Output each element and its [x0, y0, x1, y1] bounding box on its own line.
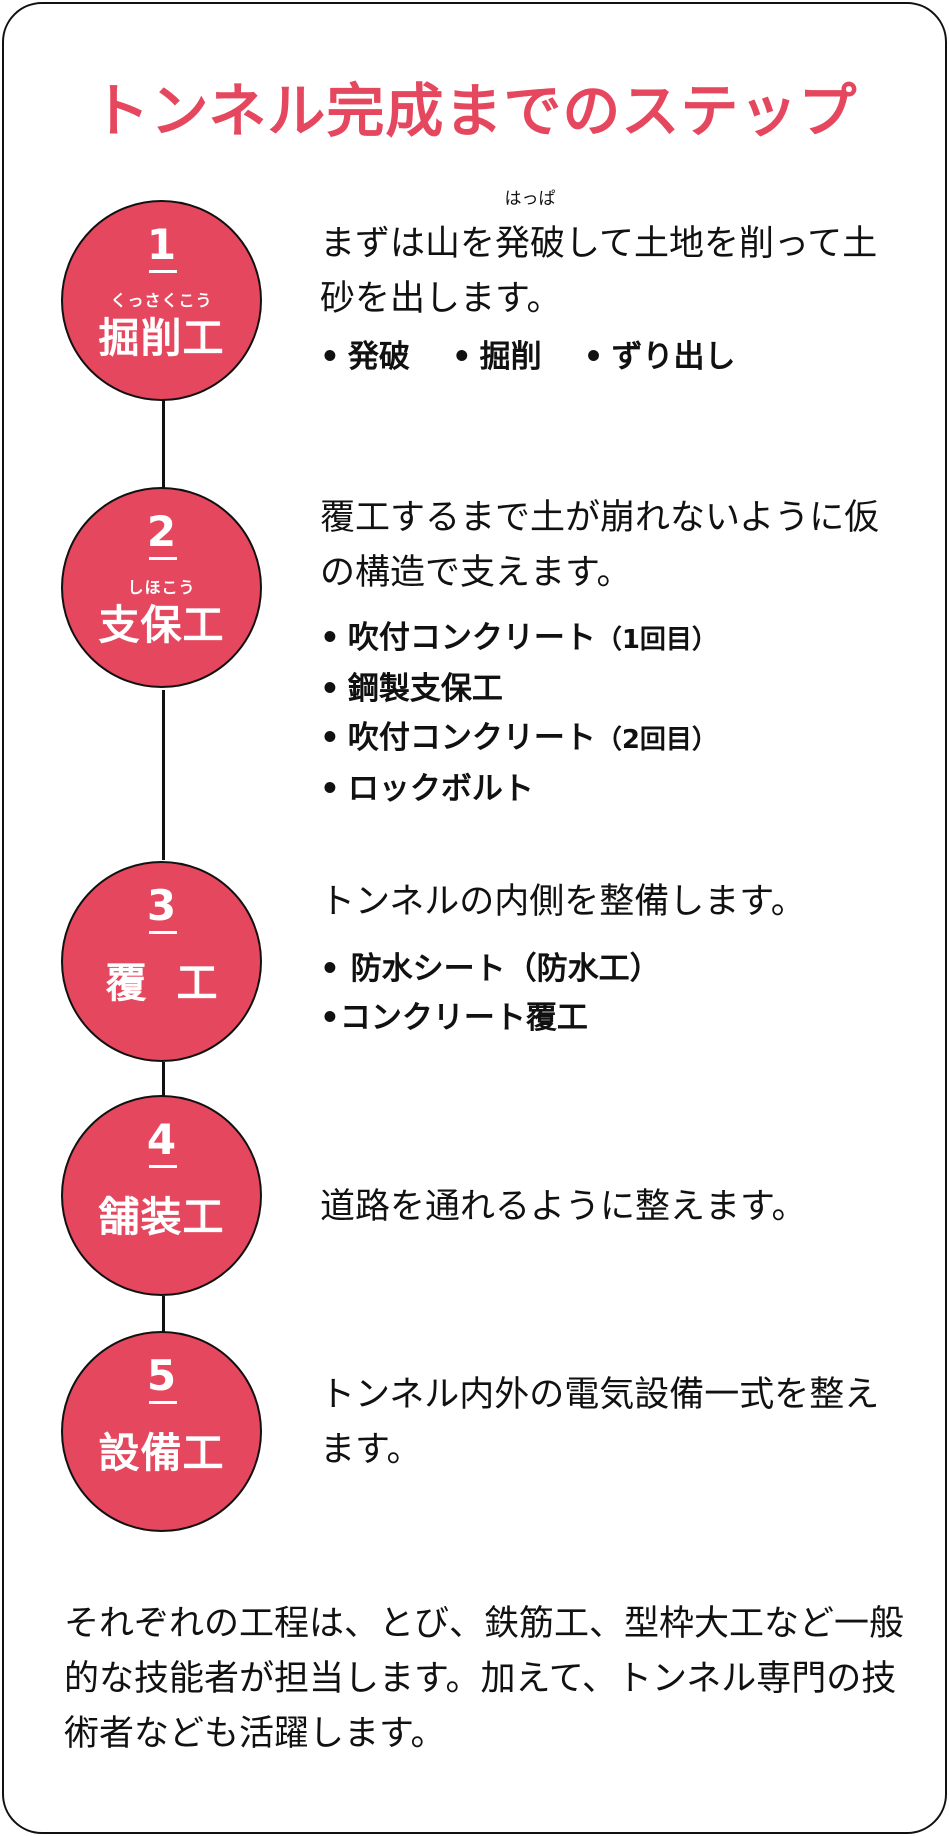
step-name: 支保工: [98, 601, 225, 649]
step-number: 4: [146, 1115, 177, 1164]
step-connector: [162, 400, 165, 490]
list-item: •吹付コンクリート（2回目）: [320, 720, 718, 756]
step-5-badge: 5 設備工: [61, 1331, 262, 1532]
bullet-icon: •: [583, 339, 604, 375]
footer-note: それぞれの工程は、とび、鉄筋工、型枠大工など一般的な技能者が担当します。加えて、…: [64, 1604, 905, 1754]
step-1-list: •発破 •掘削 •ずり出し: [320, 333, 777, 382]
step-number: 3: [146, 881, 177, 930]
desc-ruby-base: 発破: [495, 224, 566, 264]
step-ruby: しほこう: [127, 578, 196, 597]
list-item: • 防水シート（防水工）: [320, 951, 661, 987]
step-name: 設備工: [98, 1429, 225, 1477]
desc-ruby: はっぱ: [504, 189, 556, 209]
step-name: 舗装工: [98, 1193, 225, 1241]
bullet-icon: •: [320, 620, 340, 656]
step-connector: [162, 1296, 165, 1332]
list-item: •ロックボルト: [320, 771, 534, 807]
number-underline: [149, 270, 177, 273]
bullet-icon: •: [320, 771, 340, 807]
bullet-icon: •: [320, 720, 340, 756]
page-title: トンネル完成までのステップ: [91, 77, 858, 145]
step-3-list: • 防水シート（防水工） •コンクリート覆工: [320, 945, 661, 1043]
step-number: 5: [146, 1351, 177, 1400]
step-number: 2: [146, 507, 177, 556]
number-underline: [149, 1401, 177, 1404]
step-5-description: トンネル内外の電気設備一式を整えます。: [320, 1375, 880, 1470]
list-item: •吹付コンクリート（1回目）: [320, 620, 718, 656]
bullet-icon: •: [320, 671, 340, 707]
desc-text: して土地を削って土砂を出します。: [320, 224, 878, 319]
step-2-badge: 2 しほこう 支保工: [61, 487, 262, 688]
list-item: •コンクリート覆工: [320, 1000, 588, 1036]
ruby-term: はっぱ発破: [495, 191, 566, 272]
step-4-description: 道路を通れるように整えます。: [320, 1187, 807, 1227]
number-underline: [149, 931, 177, 934]
desc-text: まずは山を: [320, 224, 496, 264]
step-connector: [162, 690, 165, 860]
step-number: 1: [146, 220, 177, 269]
step-name: 掘削工: [98, 314, 225, 362]
step-2-list: •吹付コンクリート（1回目） •鋼製支保工 •吹付コンクリート（2回目） •ロッ…: [320, 614, 718, 814]
step-name: 覆工: [105, 959, 248, 1007]
list-item: •発破: [320, 339, 410, 375]
step-1-description: まずは山をはっぱ発破して土地を削って土砂を出します。: [320, 191, 895, 327]
number-underline: [149, 557, 177, 560]
step-4-badge: 4 舗装工: [61, 1095, 262, 1296]
bullet-icon: •: [320, 339, 340, 375]
bullet-icon: •: [451, 339, 472, 375]
step-2-description: 覆工するまで土が崩れないように仮の構造で支えます。: [320, 498, 880, 593]
list-item: •掘削: [451, 339, 542, 375]
step-3-badge: 3 覆工: [61, 861, 262, 1062]
step-ruby: くっさくこう: [110, 291, 213, 310]
step-3-description: トンネルの内側を整備します。: [320, 882, 806, 922]
number-underline: [149, 1165, 177, 1168]
step-connector: [162, 1062, 165, 1096]
list-item: •鋼製支保工: [320, 671, 503, 707]
list-item: •ずり出し: [583, 339, 736, 375]
step-1-badge: 1 くっさくこう 掘削工: [61, 200, 262, 401]
